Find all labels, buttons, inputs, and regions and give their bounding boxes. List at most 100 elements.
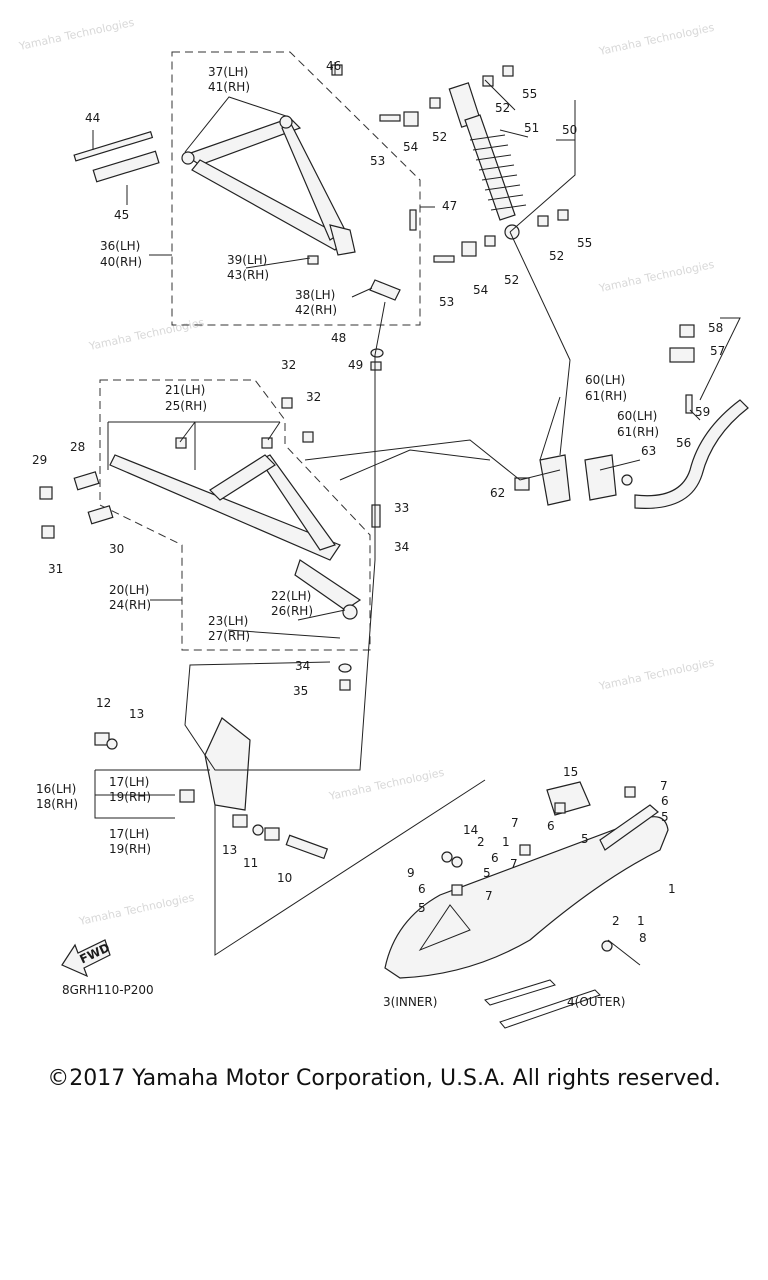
callout-label: 42(RH) — [295, 303, 337, 317]
diagram-shape — [109, 454, 341, 561]
callout-label: 3(INNER) — [383, 995, 437, 1009]
diagram-shape — [441, 851, 453, 863]
callout-label: 6 — [547, 819, 555, 833]
callout-label: 10 — [277, 871, 292, 885]
watermark-text: Yamaha Technologies — [17, 16, 136, 53]
diagram-shape — [584, 454, 617, 501]
diagram-shape — [509, 231, 571, 456]
callout-label: 5 — [661, 810, 669, 824]
diagram-shape — [461, 241, 477, 257]
callout-label: 44 — [85, 111, 100, 125]
callout-label: 7 — [485, 889, 493, 903]
callout-label: 15 — [563, 765, 578, 779]
diagram-shape — [329, 224, 356, 256]
callout-label: 33 — [394, 501, 409, 515]
diagram-shape — [94, 732, 110, 746]
leader-lines — [92, 62, 741, 956]
diagram-shape — [537, 215, 549, 227]
callout-label: 5 — [418, 901, 426, 915]
diagram-shape — [599, 804, 659, 851]
callout-label: 35 — [293, 684, 308, 698]
watermark-text: Yamaha Technologies — [87, 316, 206, 353]
diagram-shape — [464, 114, 516, 221]
diagram-shape — [331, 64, 343, 76]
callout-label: 2 — [477, 835, 485, 849]
callout-label: 7 — [660, 779, 668, 793]
diagram-shape — [482, 75, 494, 87]
diagram-shape — [181, 151, 195, 165]
diagram-shape — [94, 769, 210, 819]
callout-label: 60(LH) — [585, 373, 625, 387]
lower-a-arm — [39, 397, 381, 691]
callout-label: 25(RH) — [165, 399, 207, 413]
diagram-shape — [451, 856, 463, 868]
callout-label: 27(RH) — [208, 629, 250, 643]
watermark-text: Yamaha Technologies — [327, 766, 446, 803]
diagram-shape — [171, 51, 421, 326]
callout-label: 13 — [129, 707, 144, 721]
callout-label: 24(RH) — [109, 598, 151, 612]
callout-label: 50 — [562, 123, 577, 137]
callout-label: 12 — [96, 696, 111, 710]
diagram-shape — [621, 474, 633, 486]
watermark-text: Yamaha Technologies — [597, 21, 716, 58]
diagram-shape — [39, 486, 53, 500]
diagram-shape — [184, 96, 287, 153]
callout-label: 19(RH) — [109, 790, 151, 804]
callout-label: 17(LH) — [109, 775, 149, 789]
diagram-shape — [502, 65, 514, 77]
callout-label: 28 — [70, 440, 85, 454]
diagram-shape — [554, 802, 566, 814]
diagram-code: 8GRH110-P200 — [62, 983, 154, 997]
diagram-shape — [371, 504, 381, 528]
diagram-shape — [519, 844, 531, 856]
copyright-notice: ©2017 Yamaha Motor Corporation, U.S.A. A… — [47, 1066, 721, 1091]
diagram-shape — [184, 301, 386, 771]
watermark-text: Yamaha Technologies — [597, 258, 716, 295]
callout-label: 41(RH) — [208, 80, 250, 94]
callout-label: 21(LH) — [165, 383, 205, 397]
callout-label: 18(RH) — [36, 797, 78, 811]
diagram-shape — [403, 111, 419, 127]
callout-label: 2 — [612, 914, 620, 928]
callout-label: 1 — [637, 914, 645, 928]
diagram-shape — [669, 347, 695, 363]
callout-label: 37(LH) — [208, 65, 248, 79]
callout-label: 23(LH) — [208, 614, 248, 628]
callout-label: 55 — [577, 236, 592, 250]
callout-label: 26(RH) — [271, 604, 313, 618]
diagram-shape — [469, 134, 527, 211]
diagram-shape — [429, 97, 441, 109]
callout-label: 32 — [306, 390, 321, 404]
diagram-shape — [369, 279, 401, 301]
callout-label: 17(LH) — [109, 827, 149, 841]
diagram-shape — [624, 786, 636, 798]
diagram-shape — [514, 477, 530, 491]
callout-label: 54 — [403, 140, 418, 154]
diagram-shape — [179, 789, 195, 803]
diagram-shape — [99, 379, 371, 651]
callout-label: 40(RH) — [100, 255, 142, 269]
diagram-shape — [214, 779, 486, 956]
diagram-shape — [418, 904, 471, 952]
ski — [384, 781, 669, 1029]
callout-label: 51 — [524, 121, 539, 135]
callout-label: 6 — [491, 851, 499, 865]
callout-label: 56 — [676, 436, 691, 450]
diagram-shape — [92, 62, 576, 298]
diagram-shape — [92, 150, 160, 183]
callout-label: 52 — [495, 101, 510, 115]
diagram-shape — [546, 781, 591, 816]
group-boxes — [99, 51, 421, 651]
callout-label: 6 — [661, 794, 669, 808]
callout-label: 45 — [114, 208, 129, 222]
callout-label: 8 — [639, 931, 647, 945]
diagram-shape — [384, 816, 669, 979]
callout-label: 63 — [641, 444, 656, 458]
diagram-shape — [150, 599, 346, 639]
callout-label: 39(LH) — [227, 253, 267, 267]
callout-label: 59 — [695, 405, 710, 419]
diagram-shape — [601, 940, 613, 952]
steering-and-bumper — [514, 324, 749, 509]
